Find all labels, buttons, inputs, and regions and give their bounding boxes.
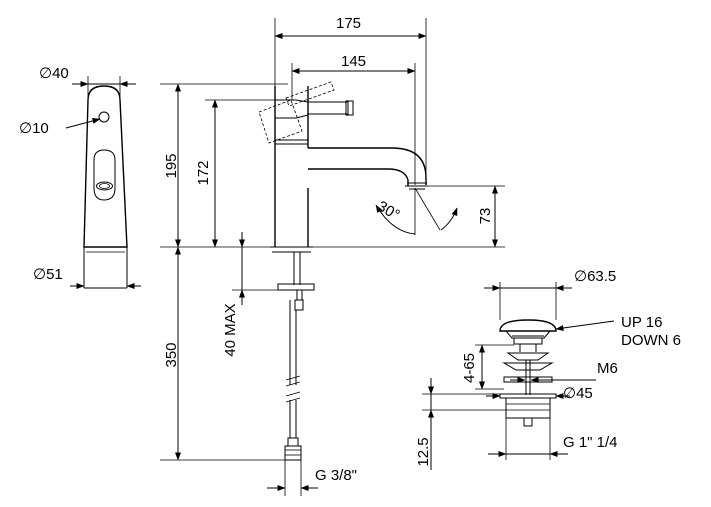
- side-body-outline: [83, 85, 128, 248]
- dim-h125: 12.5: [415, 437, 432, 466]
- dim-w175: 175: [336, 15, 361, 32]
- dim-d40: ∅40: [39, 65, 69, 82]
- dim-angle: 30°: [374, 198, 402, 224]
- dim-d635: ∅63.5: [574, 268, 616, 285]
- dim-g114: G 1" 1/4: [563, 434, 618, 451]
- front-view: 30° 175 145 195 172 73: [160, 15, 505, 496]
- dim-max40: 40 MAX: [222, 303, 239, 356]
- dim-h73: 73: [477, 208, 494, 225]
- dim-d10: ∅10: [19, 120, 49, 137]
- lever-hole: [98, 111, 110, 123]
- dim-h350: 350: [163, 342, 180, 367]
- dim-h172: 172: [195, 160, 212, 185]
- dim-r465: 4-65: [461, 353, 478, 383]
- dim-d45: ∅45: [563, 385, 593, 402]
- dim-h195: 195: [163, 153, 180, 178]
- dim-w145: 145: [341, 53, 366, 70]
- side-view: ∅40 ∅10 ∅51: [19, 65, 141, 289]
- label-down: DOWN 6: [621, 332, 681, 349]
- lever: [275, 99, 309, 119]
- dim-g38: G 3/8": [315, 467, 357, 484]
- label-up: UP 16: [621, 314, 662, 331]
- aerator-slot: [93, 149, 116, 201]
- waste-view: ∅63.5 UP 16 DOWN 6 4-65 M6: [415, 268, 681, 470]
- label-m6: M6: [597, 360, 618, 377]
- dim-d51: ∅51: [33, 266, 63, 283]
- waste-cap: [499, 319, 557, 332]
